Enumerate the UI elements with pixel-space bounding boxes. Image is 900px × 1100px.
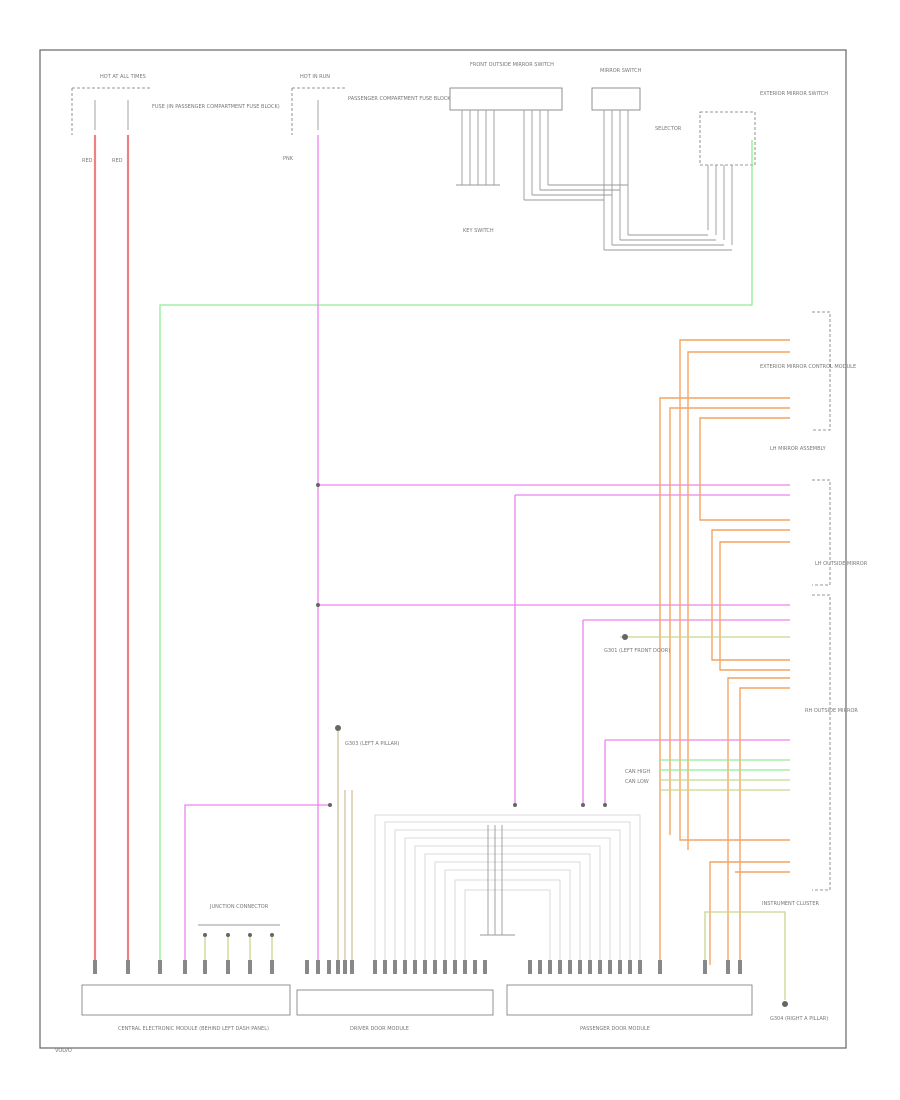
exterior-mirror-box [812, 311, 831, 431]
ground-b-label: G301 (LEFT FRONT DOOR) [604, 648, 670, 654]
green-data-wires [660, 759, 790, 771]
footer-label: VOLVO [55, 1048, 72, 1054]
junction-wires [204, 935, 273, 960]
passenger-door-box [506, 984, 753, 1016]
ground-wire-c [704, 911, 786, 1000]
ground-a-label: G303 (LEFT A PILLAR) [345, 741, 399, 747]
lh-mirror-box [812, 479, 831, 586]
cem-label: CENTRAL ELECTRONIC MODULE (BEHIND LEFT D… [118, 1026, 269, 1032]
rh-mirror-label: RH OUTSIDE MIRROR [805, 708, 858, 714]
key-switch-label: KEY SWITCH [463, 228, 494, 234]
green-wire-main [159, 140, 753, 960]
mirror-switch-label: MIRROR SWITCH [600, 68, 642, 74]
instrument-label: INSTRUMENT CLUSTER [762, 901, 820, 907]
exterior-mirror-label: EXTERIOR MIRROR CONTROL MODULE [760, 364, 856, 370]
fuse-a-label: HOT AT ALL TIMES [100, 74, 146, 80]
olive-wires [620, 636, 790, 791]
pink-wire-cem [184, 804, 330, 960]
fuse-block-a: HOT AT ALL TIMES FUSE (IN PASSENGER COMP… [71, 74, 280, 164]
pink-wire-h4 [582, 619, 790, 805]
ground-dot-a [335, 725, 341, 731]
module-fan-wires [374, 814, 641, 960]
front-switch-label: FRONT OUTSIDE MIRROR SWITCH [470, 62, 554, 68]
cem-box [81, 984, 291, 1016]
junction-label: JUNCTION CONNECTOR [209, 904, 269, 910]
front-mirror-switch: FRONT OUTSIDE MIRROR SWITCH [449, 62, 563, 200]
lh-outside-label: LH OUTSIDE MIRROR [815, 561, 868, 567]
selector-note: EXTERIOR MIRROR SWITCH [760, 91, 828, 97]
selector-module: EXTERIOR MIRROR SWITCH SELECTOR [655, 91, 828, 245]
fuse-b-label: HOT IN RUN [300, 74, 330, 80]
passenger-door-label: PASSENGER DOOR MODULE [580, 1026, 650, 1032]
mirror-switch: MIRROR SWITCH [591, 68, 642, 250]
rh-mirror-box [812, 594, 831, 891]
can-low-label: CAN LOW [625, 779, 649, 785]
wire-pink-label-top: PNK [283, 156, 294, 162]
module-crossover [480, 825, 515, 936]
pink-wire-h5 [604, 739, 790, 805]
selector-label: SELECTOR [655, 126, 682, 132]
ground-a-wires [337, 731, 353, 960]
driver-door-box [296, 989, 494, 1016]
orange-wire-bundle [659, 339, 790, 965]
diagram-frame [39, 49, 847, 1049]
switch-interconnects [456, 184, 732, 251]
ground-c-label: G304 (RIGHT A PILLAR) [770, 1016, 828, 1022]
wire-red-label-1: RED [82, 158, 93, 164]
lh-mirror-label: LH MIRROR ASSEMBLY [770, 446, 827, 452]
ground-dot-b [622, 634, 628, 640]
fuse-b-desc: PASSENGER COMPARTMENT FUSE BLOCK [348, 96, 451, 102]
wire-red-label-2: RED [112, 158, 123, 164]
fuse-block-b: HOT IN RUN PASSENGER COMPARTMENT FUSE BL… [283, 74, 451, 162]
connector-pins [93, 960, 742, 974]
driver-door-label: DRIVER DOOR MODULE [350, 1026, 409, 1032]
can-high-label: CAN HIGH [625, 769, 650, 775]
pink-wire-h3 [514, 494, 790, 805]
fuse-a-desc: FUSE (IN PASSENGER COMPARTMENT FUSE BLOC… [152, 104, 280, 110]
